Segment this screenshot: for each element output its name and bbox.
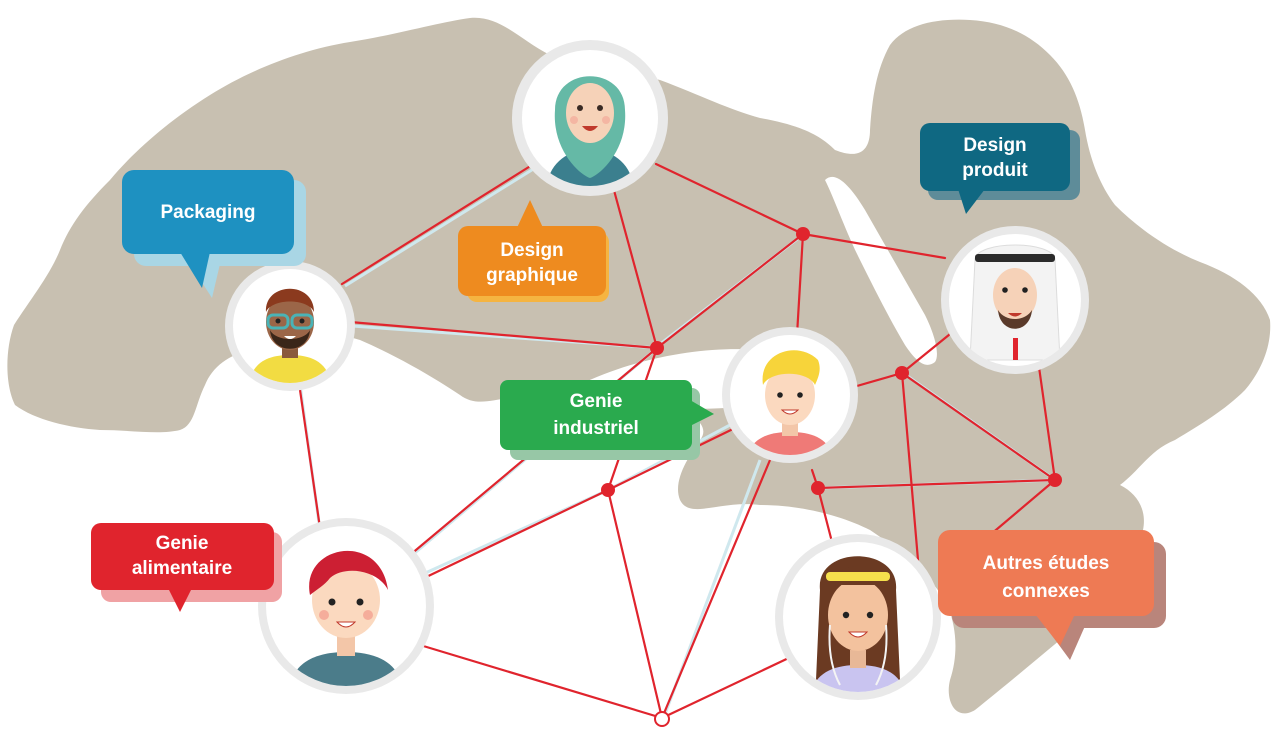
avatar-genie-alimentaire [258,518,434,694]
label-design-produit-line1: Design [963,135,1026,156]
label-genie-industriel-line1: Genie [570,391,623,412]
bubble-design-graphique: Design graphique [458,200,609,302]
label-genie-industriel-line2: industriel [553,418,639,439]
avatar-design-graphique [512,40,668,196]
label-design-graphique-line2: graphique [486,265,578,286]
bubble-packaging: Packaging [122,170,306,298]
label-design-graphique-line1: Design [500,240,563,261]
avatar-design-produit [941,226,1089,374]
label-genie-alimentaire-line2: alimentaire [132,558,232,579]
bubble-genie-industriel: Genie industriel [500,380,714,460]
bubble-genie-alimentaire: Genie alimentaire [91,523,282,612]
label-genie-alimentaire-line1: Genie [156,533,209,554]
label-autres-etudes-line2: connexes [1002,581,1090,602]
avatar-autres-etudes [775,534,941,700]
bubble-design-produit: Design produit [920,123,1080,214]
label-packaging: Packaging [160,202,255,223]
network-nodes [601,227,1062,727]
avatar-packaging [225,261,355,391]
label-design-produit-line2: produit [962,160,1028,181]
avatar-genie-industriel [722,327,858,463]
bubble-autres-etudes: Autres études connexes [938,530,1166,660]
label-autres-etudes-line1: Autres études [983,553,1110,574]
